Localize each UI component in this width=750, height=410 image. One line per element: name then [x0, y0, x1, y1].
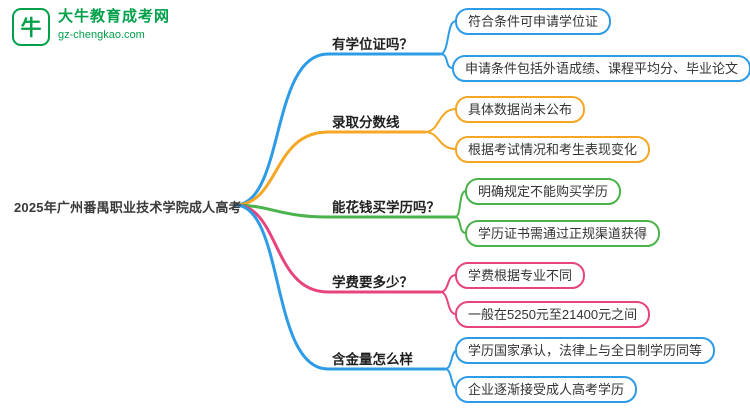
leaf-node: 一般在5250元至21400元之间 — [455, 301, 651, 328]
connector-root-branch-2 — [233, 130, 427, 207]
leaf-node: 具体数据尚未公布 — [455, 96, 586, 123]
leaf-node: 学历证书需通过正规渠道获得 — [465, 220, 661, 247]
leaf-node: 符合条件可申请学位证 — [455, 8, 612, 35]
branch-label-buy-diploma: 能花钱买学历吗？ — [332, 200, 440, 215]
leaf-node: 申请条件包括外语成绩、课程平均分、毕业论文 — [452, 55, 750, 82]
branch-label-score-line: 录取分数线 — [332, 115, 400, 130]
root-topic: 2025年广州番禺职业技术学院成人高考 — [14, 200, 242, 215]
connector-branch-3-leaf-2 — [454, 216, 467, 234]
branch-label-tuition: 学费要多少？ — [332, 275, 413, 290]
logo-text-block: 大牛教育成考网 gz-chengkao.com — [58, 8, 170, 41]
logo-site-name: 大牛教育成考网 — [58, 8, 171, 25]
connector-root-branch-3 — [233, 203, 457, 219]
branch-label-value: 含金量怎么样 — [332, 352, 413, 367]
branch-label-degree: 有学位证吗？ — [332, 37, 413, 52]
connector-root-branch-1 — [233, 52, 442, 207]
leaf-node: 学历国家承认，法律上与全日制学历同等 — [455, 337, 716, 364]
logo-site-url: gz-chengkao.com — [58, 29, 145, 41]
bull-logo-icon: 牛 — [12, 8, 50, 46]
leaf-node: 企业逐渐接受成人高考学历 — [455, 376, 638, 403]
site-logo[interactable]: 牛 大牛教育成考网 gz-chengkao.com — [12, 8, 170, 46]
leaf-node: 学费根据专业不同 — [455, 262, 586, 289]
leaf-node: 根据考试情况和考生表现变化 — [455, 136, 651, 163]
connector-branch-1-leaf-2 — [439, 53, 454, 69]
connector-branch-2-leaf-2 — [424, 131, 457, 150]
connector-branch-1-leaf-1 — [439, 20, 457, 55]
leaf-node: 明确规定不能购买学历 — [465, 178, 622, 205]
connector-branch-4-leaf-1 — [439, 274, 457, 293]
connector-branch-2-leaf-1 — [424, 108, 457, 133]
connector-root-branch-5 — [233, 203, 447, 371]
connector-branch-4-leaf-2 — [439, 291, 457, 315]
connector-root-branch-4 — [233, 203, 442, 294]
